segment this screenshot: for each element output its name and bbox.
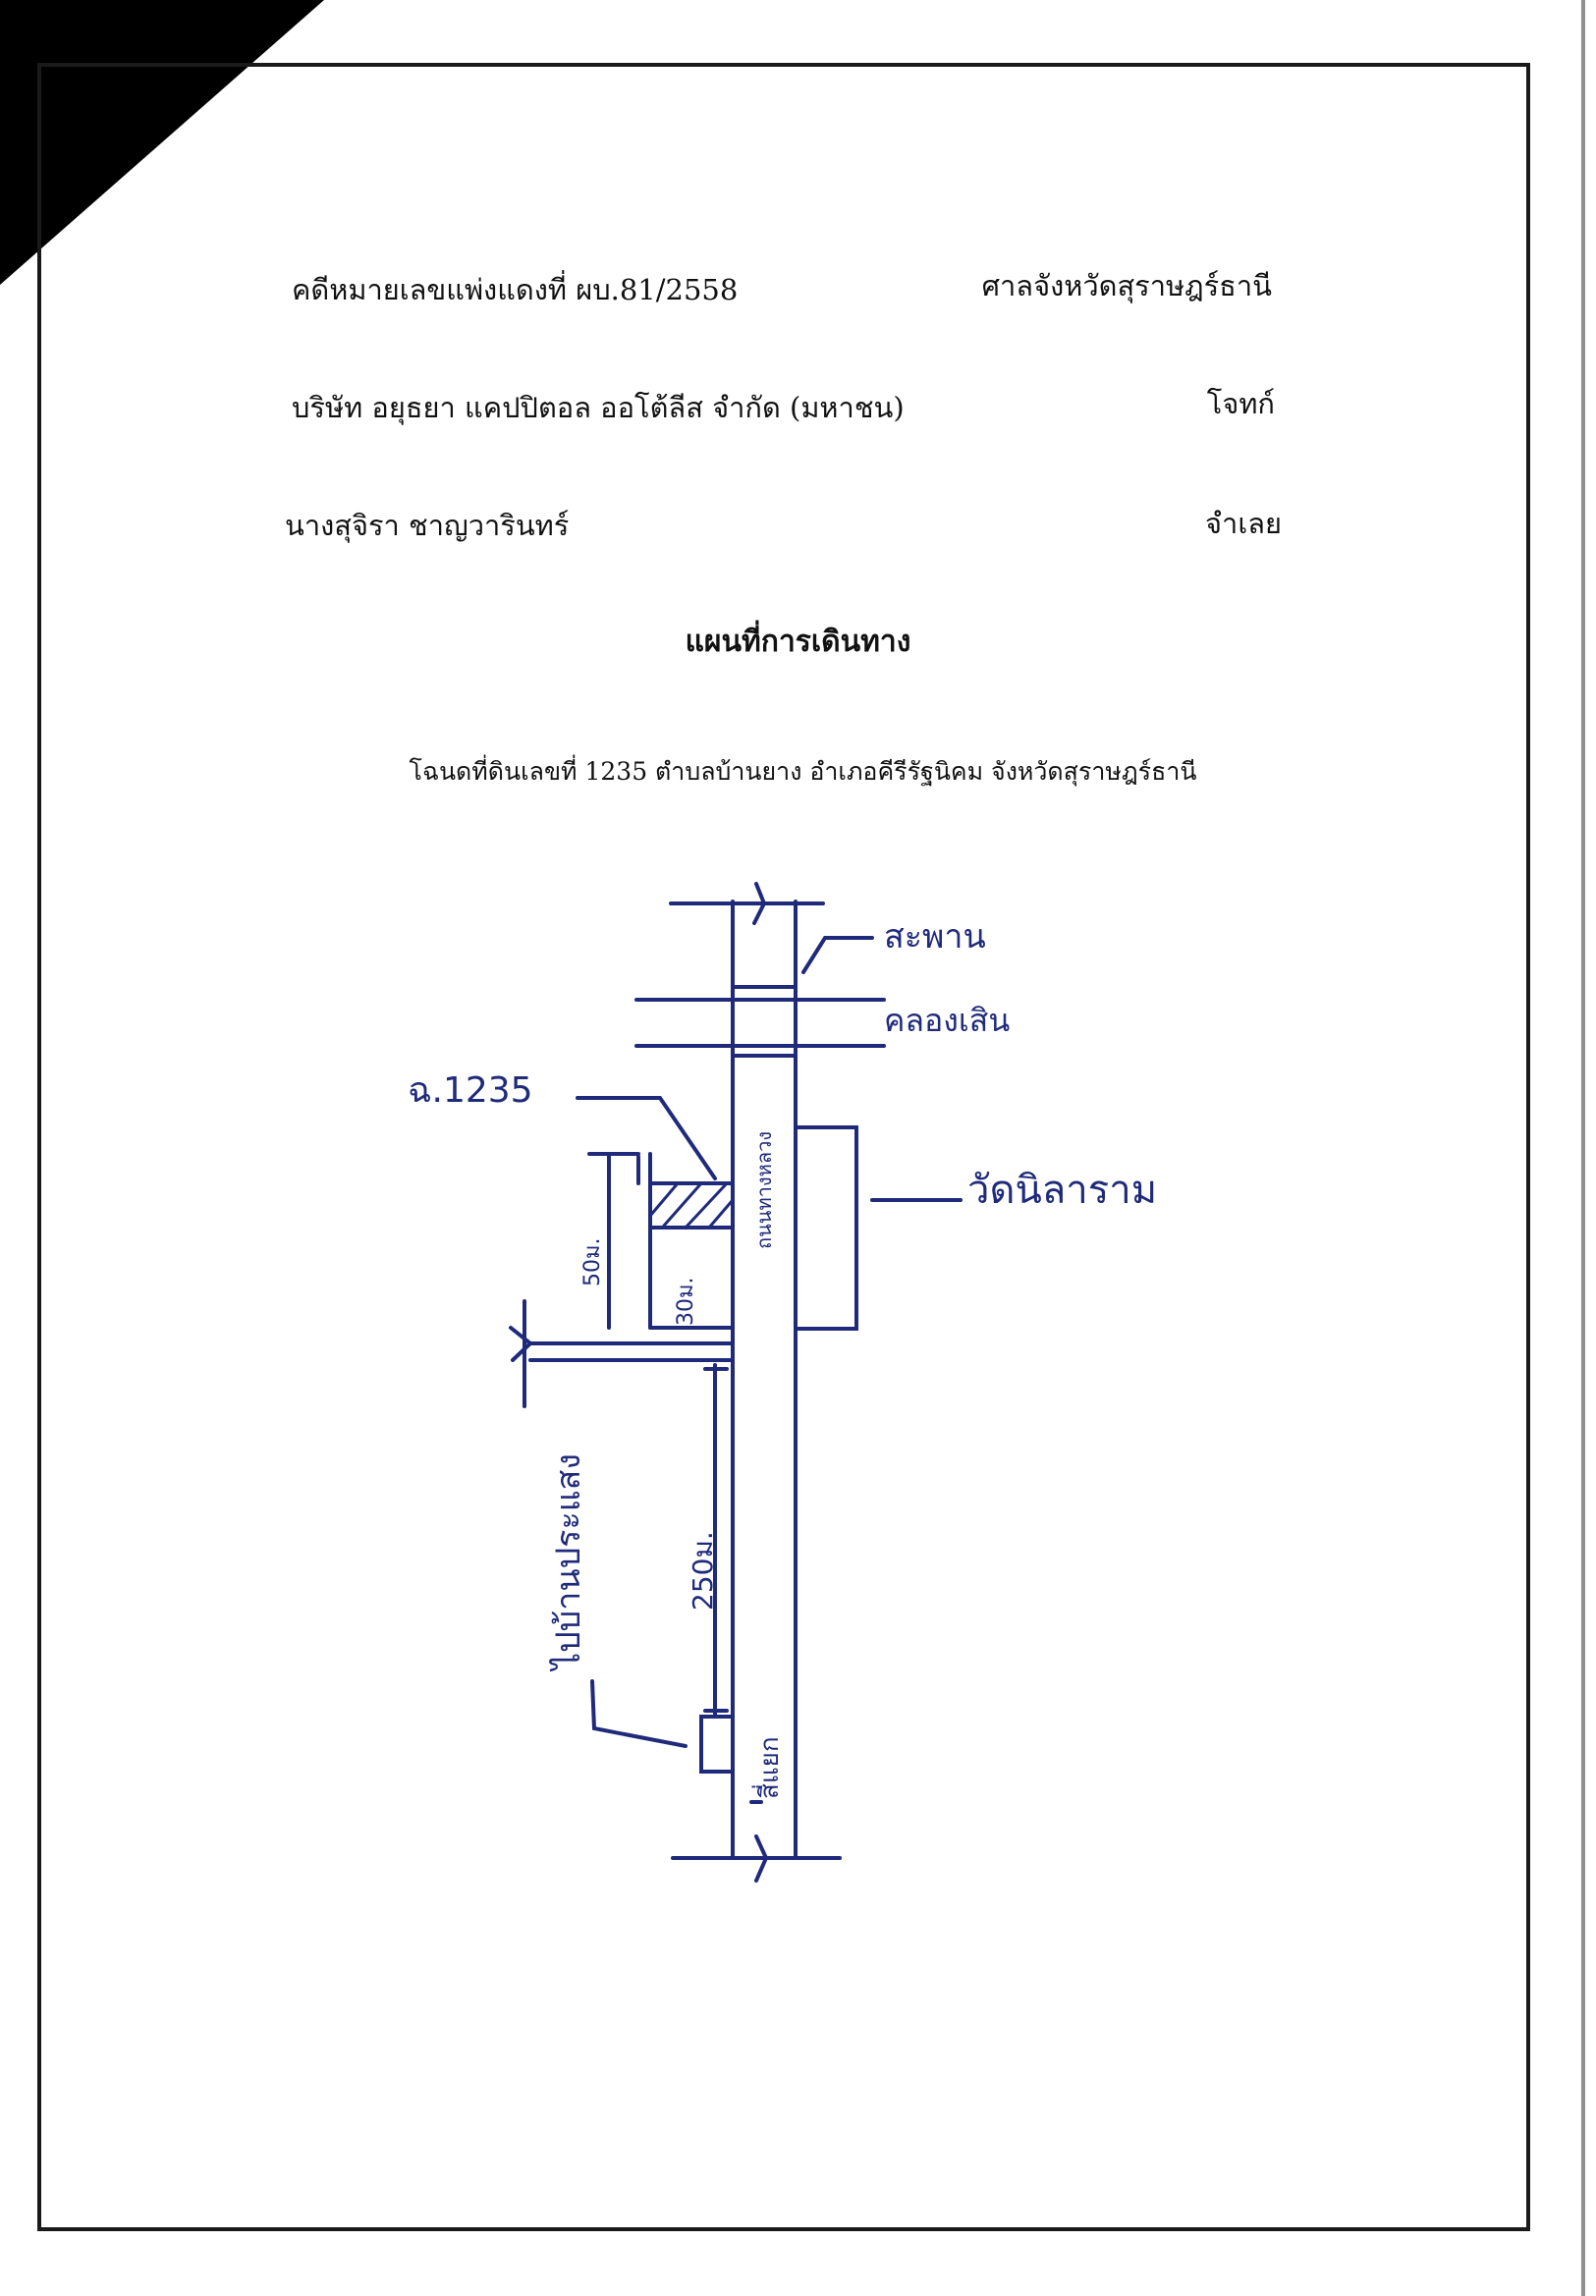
label-canal: คลองเสิน: [884, 1002, 1010, 1039]
land-plot: [587, 1152, 735, 1330]
intersection-box: [699, 1715, 735, 1774]
label-dist-30: 30ม.: [674, 1278, 698, 1327]
canal-lines: [634, 985, 886, 1058]
plaintiff-role: โจทก์: [1206, 387, 1275, 420]
bridge-pointer: [801, 936, 874, 974]
label-to-prasaeng: ไปบ้านประแสง: [549, 1453, 588, 1672]
deed-description: โฉนดที่ดินเลขที่ 1235 ตำบลบ้านยาง อำเภอค…: [409, 757, 1197, 786]
defendant-name: นางสุจิรา ชาญวารินทร์: [285, 509, 570, 542]
label-deed: ฉ.1235: [408, 1070, 533, 1111]
temple-block: [794, 1125, 858, 1331]
scan-edge: [1581, 0, 1585, 2296]
defendant-role: จำเลย: [1205, 507, 1282, 540]
court-name: ศาลจังหวัดสุราษฎร์ธานี: [981, 269, 1272, 302]
label-intersection: สี่แยก: [751, 1736, 785, 1799]
label-dist-250: 250ม.: [687, 1531, 719, 1611]
plaintiff-name: บริษัท อยุธยา แคปปิตอล ออโต้ลีส จำกัด (ม…: [292, 391, 905, 424]
prasaeng-pointer: [590, 1679, 688, 1748]
document-title: แผนที่การเดินทาง: [685, 625, 911, 659]
page-border: [37, 63, 1530, 2231]
label-dist-50: 50ม.: [580, 1238, 605, 1287]
label-bridge: สะพาน: [884, 917, 986, 957]
side-road: [509, 1299, 735, 1408]
deed-pointer: [576, 1096, 717, 1180]
label-temple: วัดนิลาราม: [967, 1168, 1157, 1213]
main-road: [669, 882, 842, 1883]
dimension-250: [703, 1363, 729, 1717]
black-corner-fold: [0, 0, 324, 285]
case-number: คดีหมายเลขแพ่งแดงที่ ผบ.81/2558: [292, 273, 739, 306]
label-road: ถนนทางหลวง: [752, 1131, 776, 1249]
